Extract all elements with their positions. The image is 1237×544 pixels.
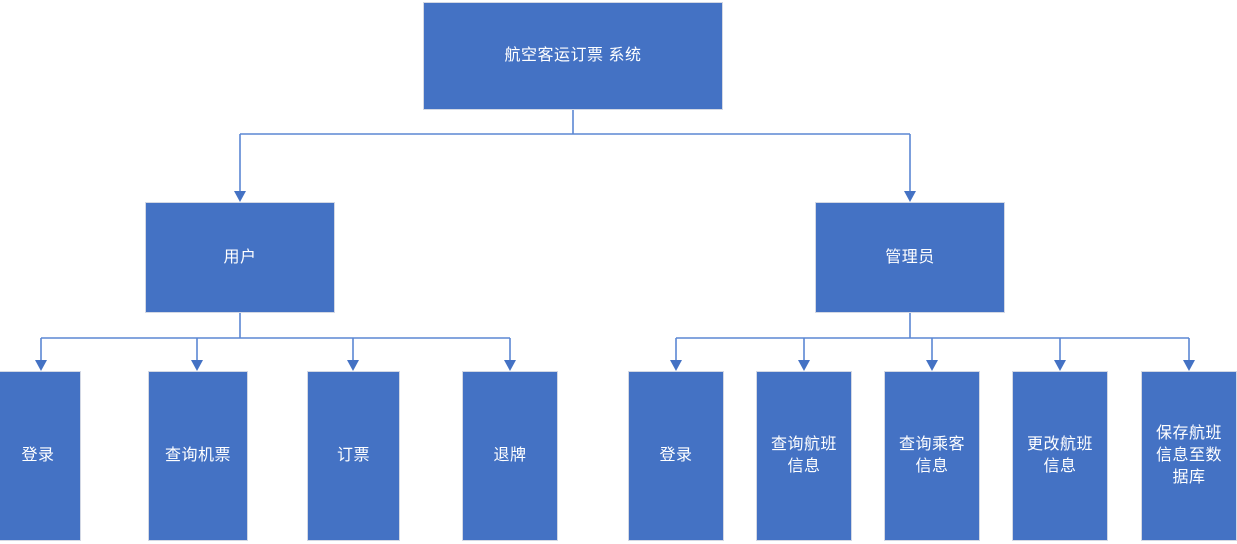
- arrowhead-admin-child-5: [1183, 360, 1195, 371]
- arrowhead-user-child-4: [504, 360, 516, 371]
- node-admin-query-passenger-info[interactable]: 查询乘客 信息: [884, 371, 980, 541]
- node-admin[interactable]: 管理员: [815, 202, 1005, 313]
- node-admin-save-flight-info-to-db[interactable]: 保存航班 信息至数 据库: [1141, 371, 1237, 541]
- arrowhead-user-child-2: [191, 360, 203, 371]
- node-admin-query-flight-info[interactable]: 查询航班 信息: [756, 371, 852, 541]
- node-admin-modify-flight-info[interactable]: 更改航班 信息: [1012, 371, 1108, 541]
- arrowhead-admin-child-1: [670, 360, 682, 371]
- node-user-refund[interactable]: 退牌: [462, 371, 558, 541]
- arrowhead-user-child-1: [35, 360, 47, 371]
- arrowhead-admin-child-2: [798, 360, 810, 371]
- node-user-login[interactable]: 登录: [0, 371, 81, 541]
- arrowhead-user: [234, 191, 246, 202]
- node-user-book-ticket[interactable]: 订票: [307, 371, 400, 541]
- node-root[interactable]: 航空客运订票 系统: [423, 2, 723, 110]
- arrowhead-admin: [904, 191, 916, 202]
- arrowhead-user-child-3: [347, 360, 359, 371]
- arrowhead-admin-child-4: [1054, 360, 1066, 371]
- node-user-query-ticket[interactable]: 查询机票: [148, 371, 248, 541]
- node-user[interactable]: 用户: [145, 202, 335, 313]
- node-admin-login[interactable]: 登录: [628, 371, 724, 541]
- arrowhead-admin-child-3: [926, 360, 938, 371]
